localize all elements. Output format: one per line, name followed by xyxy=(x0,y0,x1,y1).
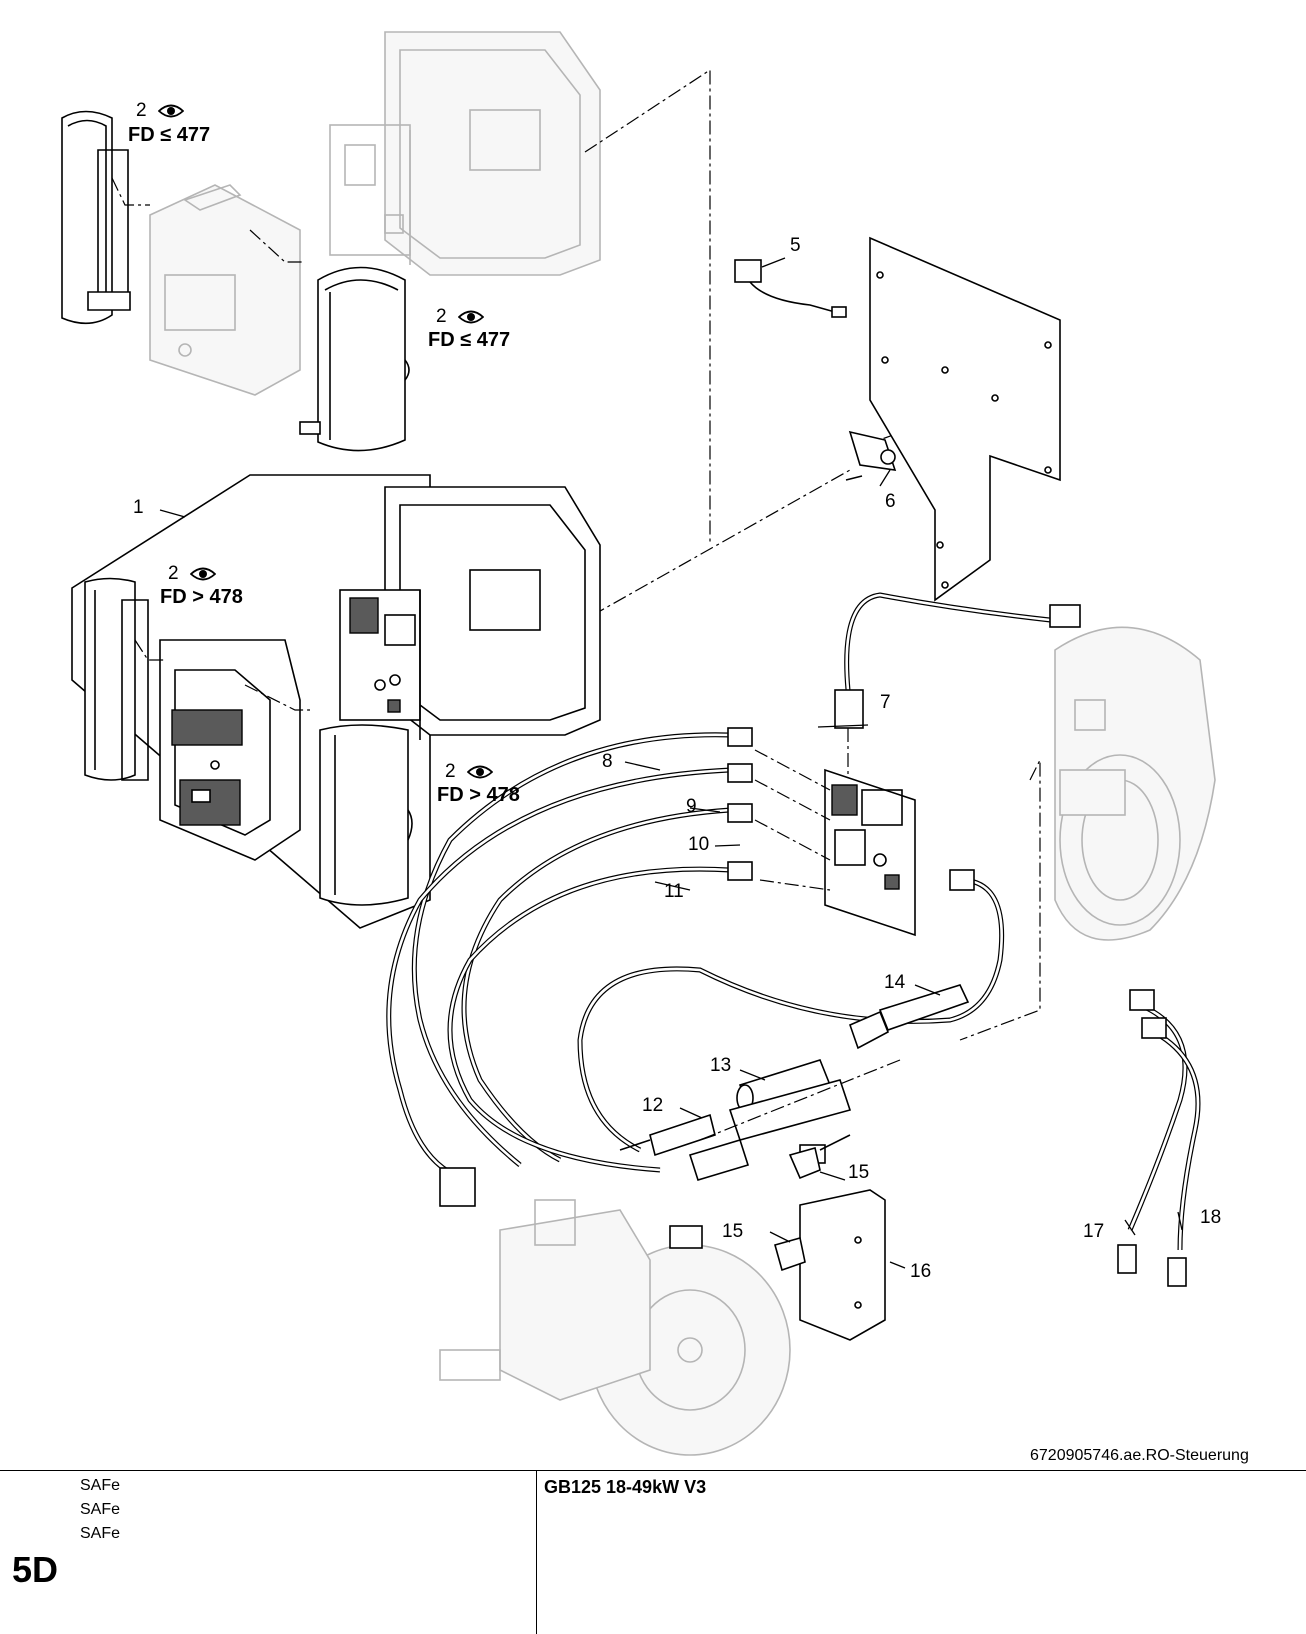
parts-drawing: .g { fill:none; stroke:#b5b5b5; stroke-w… xyxy=(61,31,1216,1456)
callout-2-lower-left: 2 xyxy=(168,564,216,583)
ghost-oil-pump xyxy=(439,1199,791,1456)
part-15-plug-upper xyxy=(788,1147,821,1180)
callout-2-lower-right: 2 xyxy=(445,762,493,781)
variant-label: SAFe xyxy=(80,1525,121,1542)
ghost-fan-blower xyxy=(1054,626,1216,941)
eye-icon xyxy=(157,104,184,118)
callout-6: 6 xyxy=(885,491,896,512)
callout-1: 1 xyxy=(133,497,144,518)
part-16-ignition-transformer xyxy=(799,1189,886,1341)
callout-11: 11 xyxy=(664,881,684,902)
callout-14: 14 xyxy=(884,972,906,993)
callout-2-top-left: 2 xyxy=(136,101,184,120)
exploded-parts-diagram: .g { fill:none; stroke:#b5b5b5; stroke-w… xyxy=(61,31,1216,1456)
part-14-flame-sensor xyxy=(849,984,970,1050)
variant-label: SAFe xyxy=(80,1501,121,1518)
pump-plug xyxy=(439,1167,703,1249)
callout-5: 5 xyxy=(790,235,801,256)
part-15-plug-lower xyxy=(774,1236,806,1272)
model-title: GB125 18-49kW V3 xyxy=(544,1477,707,1497)
sensor-cable xyxy=(577,869,1005,1153)
footer-divider xyxy=(536,1471,537,1634)
callout-number: 2 xyxy=(445,761,456,782)
section-code: 5D xyxy=(12,1549,59,1590)
footer: SAFe SAFe SAFe 5D GB125 18-49kW V3 xyxy=(0,1470,1306,1634)
callout-number: 2 xyxy=(136,100,147,121)
eye-icon xyxy=(466,765,493,779)
part-1-housing xyxy=(159,639,301,861)
eye-icon xyxy=(457,310,484,324)
callout-7: 7 xyxy=(880,692,891,713)
mounting-plate xyxy=(869,236,1061,602)
part-7-cable xyxy=(834,592,1081,775)
callout-17: 17 xyxy=(1083,1221,1105,1242)
callout-2-top-left-condition: FD ≤ 477 xyxy=(128,124,211,146)
part-5-plug xyxy=(734,259,847,318)
control-board xyxy=(824,768,916,937)
part-1-control-unit xyxy=(339,486,601,740)
callout-10: 10 xyxy=(688,834,710,855)
callout-12: 12 xyxy=(642,1095,664,1116)
drawing-reference: 6720905746.ae.RO-Steuerung xyxy=(1030,1447,1249,1464)
part-2-cover-top-right xyxy=(299,266,410,452)
callout-2-lower-left-condition: FD > 478 xyxy=(160,586,243,608)
part-2-cover-top-left xyxy=(61,110,131,325)
ghost-housing-top xyxy=(149,184,301,396)
part-2-cover-lower-right xyxy=(319,724,413,906)
callout-18: 18 xyxy=(1200,1207,1222,1228)
callout-2-top-right-condition: FD ≤ 477 xyxy=(428,329,511,351)
eye-icon xyxy=(189,567,216,581)
callout-16: 16 xyxy=(910,1261,932,1282)
wire-harness xyxy=(386,727,753,1183)
callout-number: 2 xyxy=(436,306,447,327)
callout-number: 2 xyxy=(168,563,179,584)
part-6-socket xyxy=(845,430,897,481)
callout-15-lower: 15 xyxy=(722,1221,744,1242)
part-2-cover-lower-left xyxy=(84,577,149,781)
callout-13: 13 xyxy=(710,1055,732,1076)
callout-2-lower-right-condition: FD > 478 xyxy=(437,784,520,806)
callout-15-upper: 15 xyxy=(848,1162,870,1183)
callout-8: 8 xyxy=(602,751,613,772)
part-1-assembly-frame xyxy=(71,474,431,929)
variant-label: SAFe xyxy=(80,1477,121,1494)
ghost-control-unit-top xyxy=(329,31,601,276)
parts-17-18-cables xyxy=(1117,989,1201,1287)
callout-2-top-right: 2 xyxy=(436,307,484,326)
part-12-electrode xyxy=(619,1113,716,1157)
callout-9: 9 xyxy=(686,796,697,817)
